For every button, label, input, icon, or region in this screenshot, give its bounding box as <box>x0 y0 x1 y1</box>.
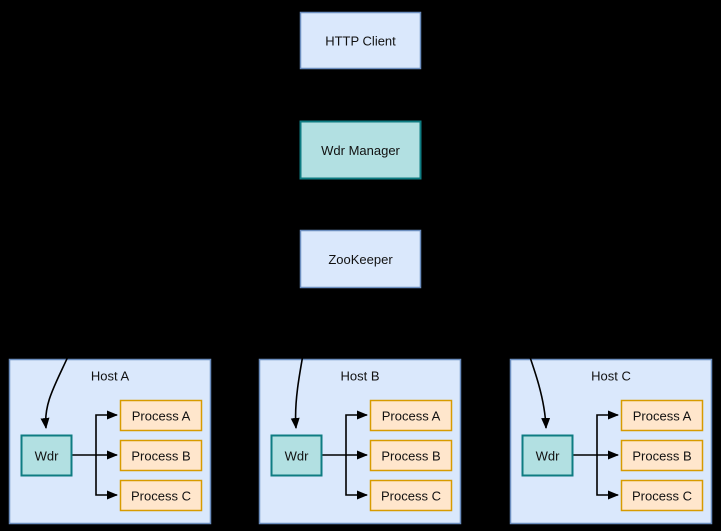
host-b-process-c-label: Process C <box>381 489 441 504</box>
host-b-process-a-label: Process A <box>382 409 441 424</box>
host-c-process-a-label: Process A <box>633 409 692 424</box>
http-client-node: HTTP Client <box>299 11 422 70</box>
zookeeper-box <box>299 229 422 289</box>
host-c-container: Host C Wdr Process A Process B Process C <box>509 339 713 525</box>
wdr-to-process-c-arrow-host-a <box>95 455 118 500</box>
host-b-process-b-box <box>369 439 453 472</box>
wdr-to-process-c-arrow-host-b <box>345 455 368 500</box>
host-b-process-c-box <box>369 479 453 512</box>
host-a-process-c-box <box>119 479 203 512</box>
host-a-wdr-box <box>20 434 73 477</box>
wdr-manager-node: Wdr Manager <box>299 120 422 180</box>
wdr-manager-box <box>299 120 422 180</box>
host-a-process-a-label: Process A <box>132 409 191 424</box>
host-b-process-b-label: Process B <box>381 449 440 464</box>
host-c-wdr-label: Wdr <box>536 449 561 464</box>
manager-to-wdr-arrow-host-c <box>523 339 551 429</box>
host-c-process-c-box <box>620 479 704 512</box>
zookeeper-label: ZooKeeper <box>328 252 393 267</box>
host-c-process-b-label: Process B <box>632 449 691 464</box>
wdr-to-process-a-arrow-host-b <box>345 410 368 455</box>
host-a-title: Host A <box>91 369 130 384</box>
zookeeper-node: ZooKeeper <box>299 229 422 289</box>
http-client-box <box>299 11 422 70</box>
host-c-process-a-box <box>620 399 704 432</box>
host-a-process-b-box <box>119 439 203 472</box>
host-c-wdr-box <box>521 434 574 477</box>
manager-to-wdr-arrow-host-b <box>290 337 307 429</box>
wdr-to-process-c-arrow-host-c <box>596 455 619 500</box>
http-client-label: HTTP Client <box>325 34 396 49</box>
host-b-process-a-box <box>369 399 453 432</box>
host-a-process-c-label: Process C <box>131 489 191 504</box>
host-b-title: Host B <box>340 369 379 384</box>
host-b-wdr-box <box>270 434 323 477</box>
host-a-process-a-box <box>119 399 203 432</box>
host-c-title: Host C <box>591 369 631 384</box>
host-a-wdr-label: Wdr <box>35 449 60 464</box>
manager-to-wdr-arrow-host-a <box>40 337 77 429</box>
wdr-manager-label: Wdr Manager <box>321 143 400 158</box>
host-a-process-b-label: Process B <box>131 449 190 464</box>
wdr-to-process-a-arrow-host-c <box>596 410 619 455</box>
host-c-process-c-label: Process C <box>632 489 692 504</box>
host-b-wdr-label: Wdr <box>285 449 310 464</box>
host-a-container: Host A Wdr Process A Process B Process C <box>8 337 212 525</box>
host-c-process-b-box <box>620 439 704 472</box>
host-b-container: Host B Wdr Process A Process B Process C <box>258 337 462 525</box>
wdr-to-process-a-arrow-host-a <box>95 410 118 455</box>
